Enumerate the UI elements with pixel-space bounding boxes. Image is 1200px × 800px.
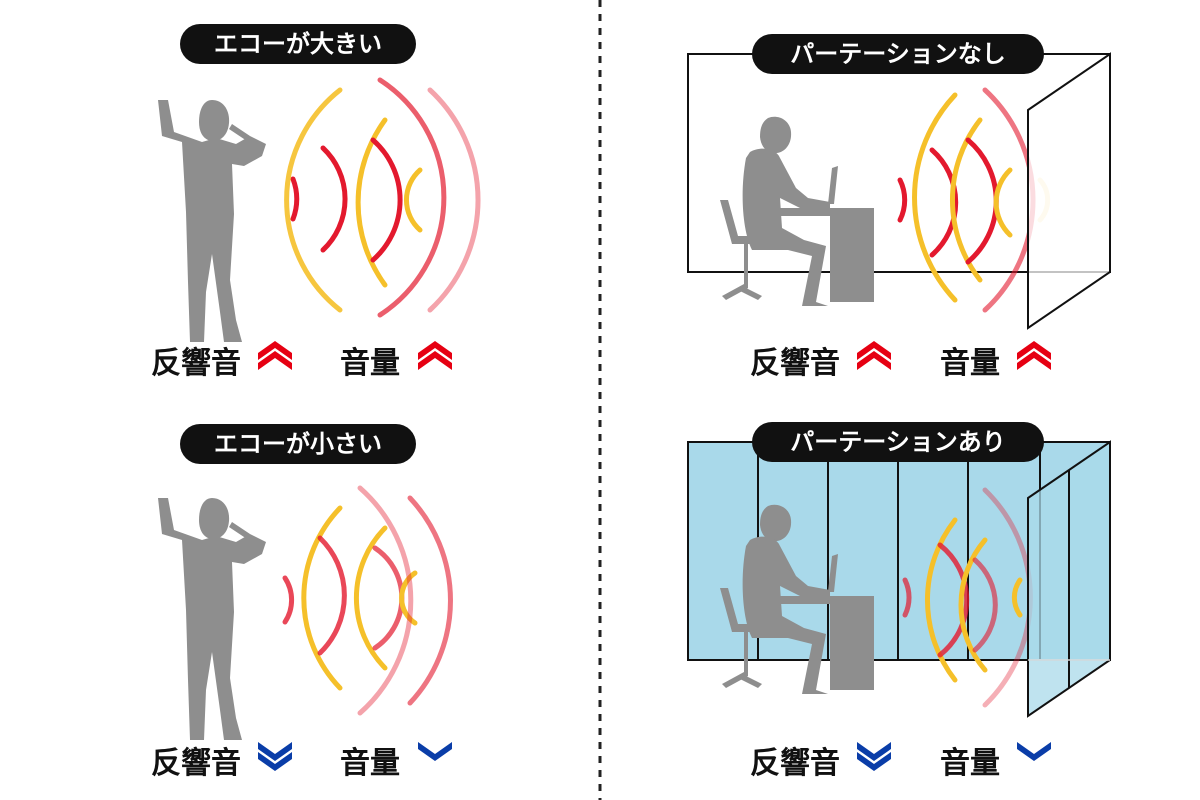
panel-echo-small [158, 485, 453, 740]
panel-title-echo-small: エコーが小さい [180, 424, 416, 464]
reverb-up-icon [258, 341, 292, 370]
arrows [258, 341, 1051, 771]
sound-waves [284, 77, 481, 318]
panel-echo-large [158, 77, 481, 342]
sound-waves [897, 87, 1051, 313]
singer-figure [158, 498, 266, 740]
reverb-label: 反響音 [151, 746, 241, 781]
reverb-down-icon [857, 742, 891, 771]
reverb-label: 反響音 [750, 346, 840, 381]
panel-title-no-partition: パーテーションなし [752, 34, 1044, 74]
volume-down-icon [418, 742, 452, 761]
panel-title-echo-large: エコーが大きい [180, 24, 416, 64]
sound-waves [282, 485, 453, 716]
singer-figure [158, 100, 266, 342]
volume-label: 音量 [340, 346, 400, 381]
volume-down-icon [1017, 742, 1051, 761]
panel-no-partition [687, 52, 1111, 330]
volume-label: 音量 [940, 346, 1000, 381]
panel-with-partition [687, 440, 1111, 718]
volume-up-icon [1017, 341, 1051, 370]
glass-panel [1027, 52, 1111, 330]
reverb-label: 反響音 [151, 346, 241, 381]
reverb-label: 反響音 [750, 746, 840, 781]
reverb-up-icon [857, 341, 891, 370]
volume-label: 音量 [940, 746, 1000, 781]
panel-title-with-partition: パーテーションあり [752, 422, 1044, 462]
volume-up-icon [418, 341, 452, 370]
reverb-down-icon [258, 742, 292, 771]
volume-label: 音量 [340, 746, 400, 781]
